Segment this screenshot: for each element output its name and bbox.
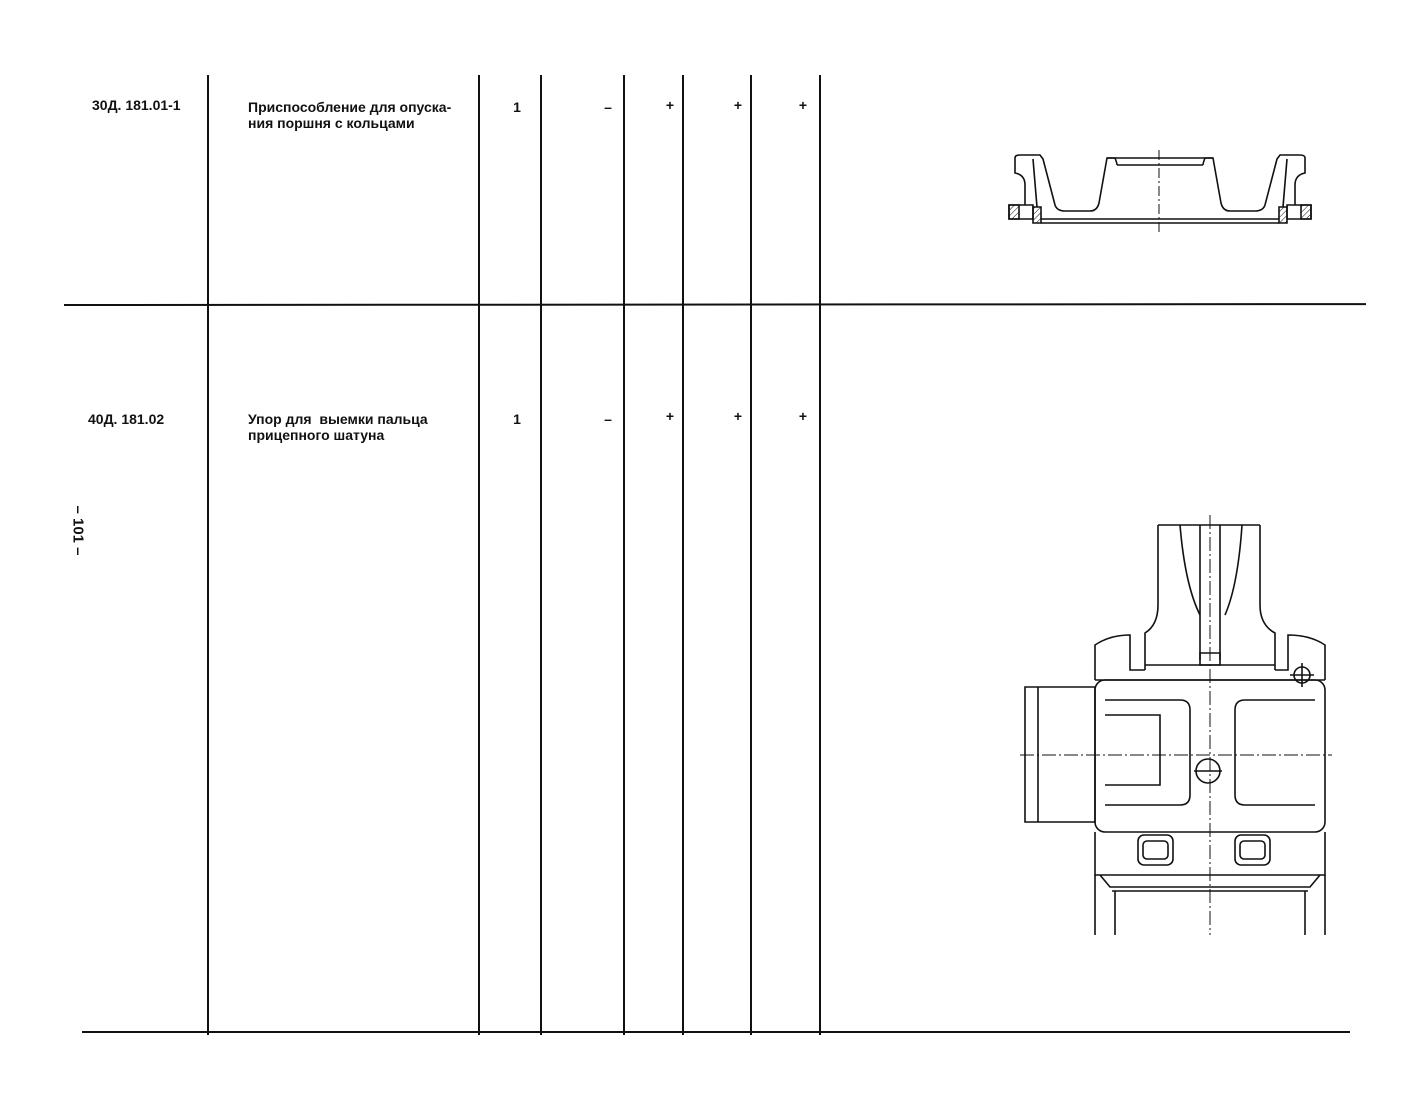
- fixture-ring-drawing: [995, 145, 1325, 240]
- row-1-col-d: +: [798, 97, 808, 113]
- column-rule: [207, 75, 209, 1035]
- row-rule: [82, 1031, 1350, 1033]
- row-2-name-line-2: прицепного шатуна: [248, 427, 385, 443]
- row-1-qty: 1: [513, 99, 521, 115]
- row-rule: [63, 303, 1367, 306]
- row-1-col-a: –: [604, 99, 612, 115]
- row-2-col-b: +: [665, 408, 675, 424]
- row-2-name-line-1: Упор для выемки пальца: [248, 411, 428, 427]
- row-1-col-b: +: [665, 97, 675, 113]
- row-1-name-line-2: ния поршня с кольцами: [248, 115, 415, 131]
- row-1-name-line-1: Приспособление для опуска-: [248, 99, 452, 115]
- row-1-col-c: +: [733, 97, 743, 113]
- row-2-col-c: +: [733, 408, 743, 424]
- column-rule: [750, 75, 752, 1035]
- column-rule: [540, 75, 542, 1035]
- column-rule: [623, 75, 625, 1035]
- column-rule: [819, 75, 821, 1035]
- row-2-col-a: –: [604, 411, 612, 427]
- column-rule: [682, 75, 684, 1035]
- page-number: – 101 –: [69, 505, 87, 556]
- row-1-code: 30Д. 181.01-1: [92, 97, 181, 113]
- row-2-qty: 1: [513, 411, 521, 427]
- pin-stop-drawing: [1020, 515, 1335, 940]
- column-rule: [478, 75, 480, 1035]
- row-2-col-d: +: [798, 408, 808, 424]
- row-2-code: 40Д. 181.02: [88, 411, 165, 427]
